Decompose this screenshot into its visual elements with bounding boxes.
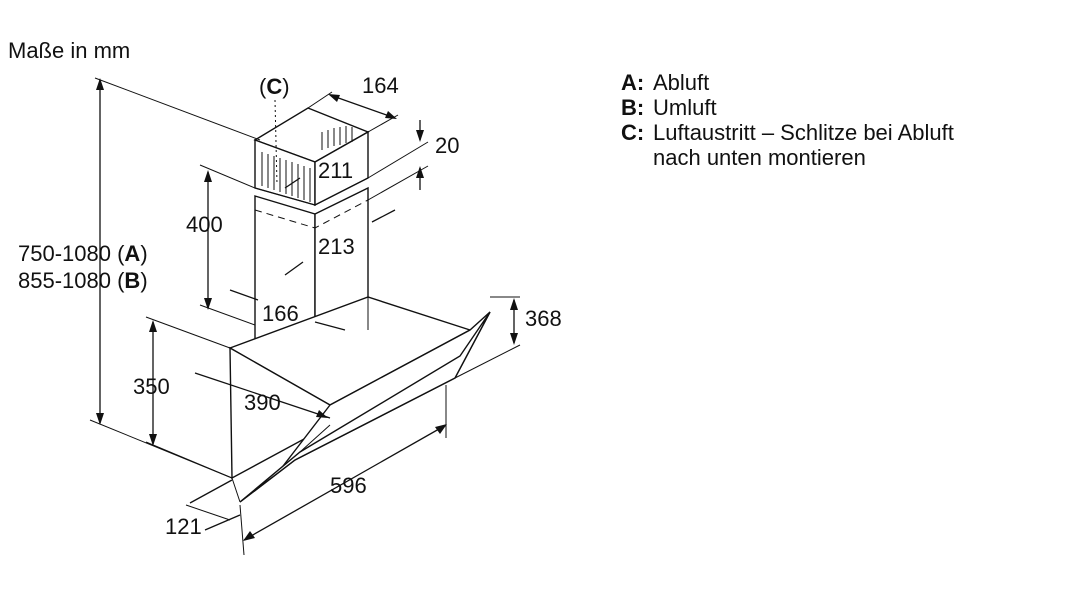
dim-211: 211 [318, 158, 353, 183]
dim-390: 390 [244, 390, 281, 415]
legend-text: Luftaustritt – Schlitze bei Abluft nach … [653, 120, 954, 170]
height-range-a: 750-1080 (A) [18, 241, 148, 266]
legend-key: C: [621, 120, 645, 145]
dim-164: 164 [362, 73, 399, 98]
height-range-b: 855-1080 (B) [18, 268, 148, 293]
upper-chimney [253, 107, 370, 207]
legend-item-c: C: Luftaustritt – Schlitze bei Abluft na… [621, 120, 954, 170]
dim-400: 400 [186, 212, 223, 237]
legend-item-a: A: Abluft [621, 70, 954, 95]
dim-350: 350 [133, 374, 170, 399]
label-c-callout: (C) [259, 74, 290, 99]
hood-body [228, 296, 491, 503]
units-label: Maße in mm [8, 38, 131, 63]
dim-121: 121 [165, 514, 202, 539]
dim-368: 368 [525, 306, 562, 331]
legend: A: Abluft B: Umluft C: Luftaustritt – Sc… [621, 70, 954, 170]
dim-213: 213 [318, 234, 355, 259]
legend-item-b: B: Umluft [621, 95, 954, 120]
legend-text: Abluft [653, 70, 710, 95]
legend-text: Umluft [653, 95, 717, 120]
legend-key: B: [621, 95, 645, 120]
dim-166: 166 [262, 301, 299, 326]
dim-20: 20 [435, 133, 459, 158]
dim-596: 596 [330, 473, 367, 498]
dimension-lines [89, 77, 521, 556]
legend-key: A: [621, 70, 645, 95]
